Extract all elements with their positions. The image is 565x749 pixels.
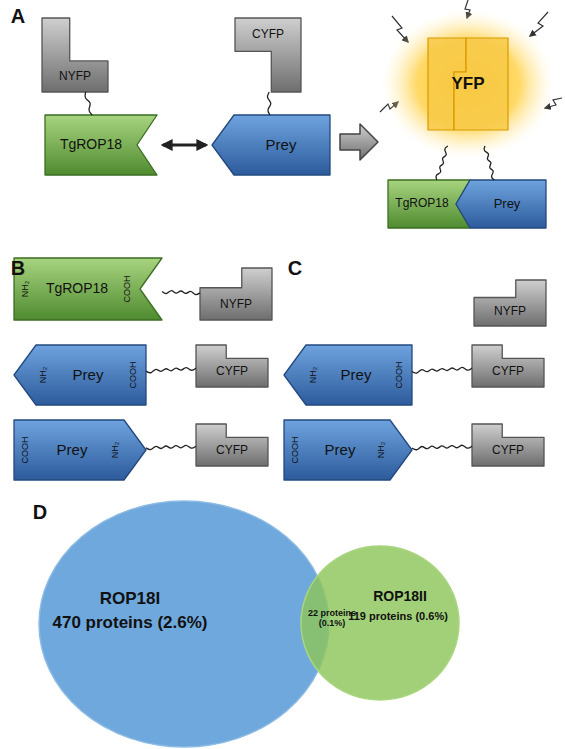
bait-construct: NH₂TgROP18COOH — [14, 258, 162, 320]
protein-outline — [196, 345, 268, 387]
protein-outline — [196, 424, 268, 466]
node-shape — [474, 280, 546, 326]
fragment-name: CYFP — [472, 438, 544, 464]
venn-circle — [39, 501, 329, 747]
cyfp-fragment: CYFP — [196, 424, 268, 466]
prey-construct: COOHPreyNH₂ — [14, 420, 146, 480]
venn-circle — [301, 546, 459, 700]
linker-line — [146, 368, 196, 373]
cyfp-fragment: CYFP — [472, 424, 544, 466]
linker-line — [267, 92, 270, 115]
fragment-name: CYFP — [235, 20, 301, 50]
protein-name: Prey — [306, 436, 374, 464]
protein-outline — [14, 420, 146, 480]
set-name: ROP18I — [38, 588, 222, 610]
prey-construct: COOHPreyNH₂ — [284, 420, 412, 480]
protein-name: TgROP18 — [390, 192, 454, 216]
nyfp-fragment: NYFP — [200, 268, 272, 320]
terminus-label: NH₂ — [306, 345, 322, 405]
prey-protein: Prey — [456, 180, 546, 228]
linker-line — [162, 291, 200, 295]
panel-letter: A — [6, 4, 30, 28]
protein-outline — [45, 115, 157, 175]
panel-letter: C — [283, 256, 307, 280]
protein-outline — [472, 424, 544, 466]
fragment-name: NYFP — [200, 292, 272, 318]
terminus-label: COOH — [18, 420, 34, 480]
fluorescence-glow — [382, 10, 554, 158]
protein-outline — [284, 420, 412, 480]
yfp-complex: YFP — [400, 22, 536, 146]
set-count: 470 proteins (2.6%) — [38, 612, 222, 634]
terminus-label: NH₂ — [108, 420, 124, 480]
overlap-count: 22 proteins (0.1%) — [302, 604, 362, 634]
fluorophore-name: YFP — [400, 67, 536, 101]
terminus-label: NH₂ — [36, 345, 52, 405]
protein-outline — [212, 115, 330, 175]
fragment-name: NYFP — [42, 62, 108, 92]
cyfp-fragment: CYFP — [196, 345, 268, 387]
terminus-label: COOH — [126, 345, 142, 405]
linker-line — [436, 146, 448, 180]
prey-construct: NH₂PreyCOOH — [14, 345, 146, 405]
prey-construct: NH₂PreyCOOH — [284, 345, 412, 405]
panel-letter: B — [6, 256, 30, 280]
linker-line — [484, 146, 494, 180]
protein-outline — [456, 180, 546, 228]
protein-name: TgROP18 — [34, 275, 120, 303]
protein-outline — [14, 345, 146, 405]
protein-name: TgROP18 — [49, 131, 133, 159]
fragment-name: CYFP — [472, 359, 544, 385]
protein-name: Prey — [472, 192, 542, 216]
terminus-label: NH₂ — [374, 420, 390, 480]
cyfp-fragment: CYFP — [235, 18, 301, 92]
linker-line — [412, 367, 472, 373]
light-ray — [530, 12, 548, 36]
protein-name: Prey — [36, 436, 108, 464]
protein-outline — [235, 18, 301, 92]
set-name: ROP18II — [350, 587, 450, 607]
fragment-name: NYFP — [474, 300, 546, 324]
protein-outline — [42, 18, 108, 92]
terminus-label: COOH — [288, 420, 304, 480]
linker-line — [85, 92, 92, 115]
venn-set: ROP18I470 proteins (2.6%) — [38, 500, 330, 748]
node-shape — [200, 268, 272, 320]
process-arrow — [340, 124, 378, 160]
linker-line — [412, 445, 472, 450]
protein-outline — [284, 345, 412, 405]
protein-name: Prey — [322, 361, 390, 389]
linker-line — [146, 445, 196, 449]
fragment-name: CYFP — [196, 438, 268, 464]
protein-outline — [474, 280, 546, 326]
bait-protein: TgROP18 — [45, 115, 157, 175]
nyfp-fragment: NYFP — [474, 280, 546, 326]
interaction-arrow — [163, 144, 206, 147]
set-count: 119 proteins (0.6%) — [340, 607, 456, 625]
panel-letter: D — [28, 500, 52, 524]
terminus-label: COOH — [120, 258, 136, 320]
fragment-name: CYFP — [196, 359, 268, 385]
protein-outline — [200, 268, 272, 320]
protein-name: Prey — [52, 361, 124, 389]
protein-outline — [14, 258, 162, 320]
prey-protein: Prey — [212, 115, 330, 175]
cyfp-fragment: CYFP — [472, 345, 544, 387]
nyfp-fragment: NYFP — [42, 18, 108, 92]
protein-name: Prey — [236, 131, 326, 159]
terminus-label: COOH — [392, 345, 408, 405]
protein-outline — [472, 345, 544, 387]
